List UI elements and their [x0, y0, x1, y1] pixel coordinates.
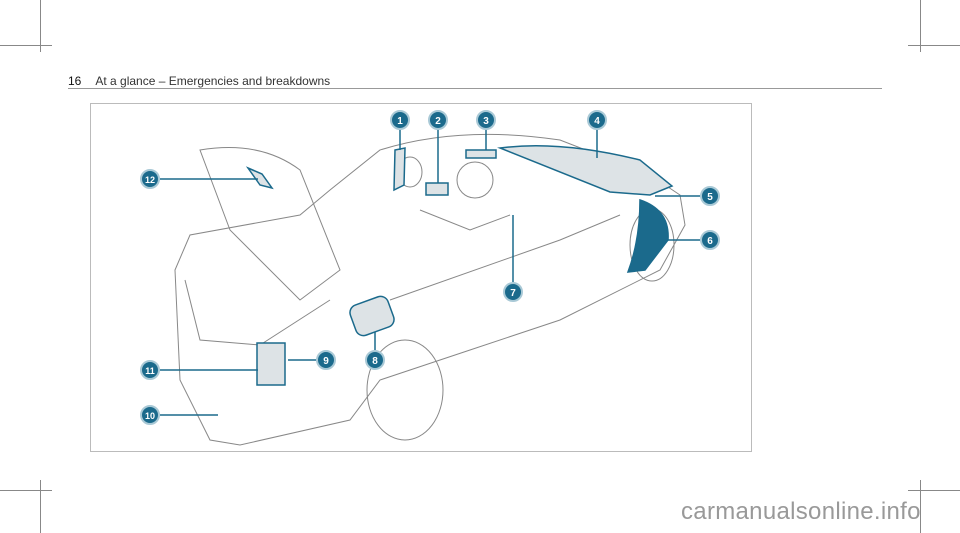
callout-7: 7: [503, 282, 523, 302]
crop-mark: [920, 0, 921, 52]
callout-3: 3: [476, 110, 496, 130]
svg-text:12: 12: [145, 175, 155, 185]
callout-6: 6: [700, 230, 720, 250]
svg-text:2: 2: [435, 116, 441, 127]
watermark: carmanualsonline.info: [681, 498, 921, 525]
svg-text:11: 11: [145, 366, 155, 376]
crop-mark: [40, 480, 41, 533]
page-number: 16: [68, 74, 82, 88]
svg-text:8: 8: [372, 356, 378, 367]
callout-11: 11: [140, 360, 160, 380]
crop-mark: [920, 480, 921, 533]
svg-text:6: 6: [707, 236, 713, 247]
svg-text:1: 1: [397, 116, 403, 127]
callout-5: 5: [700, 186, 720, 206]
svg-text:5: 5: [707, 192, 713, 203]
crop-mark: [908, 45, 960, 46]
crop-mark: [908, 490, 960, 491]
crop-mark: [0, 45, 52, 46]
callout-8: 8: [365, 350, 385, 370]
svg-text:9: 9: [323, 356, 329, 367]
crop-mark: [40, 0, 41, 52]
callout-2: 2: [428, 110, 448, 130]
svg-text:3: 3: [483, 116, 489, 127]
figure-frame: [90, 103, 752, 452]
svg-text:7: 7: [510, 288, 516, 299]
callout-9: 9: [316, 350, 336, 370]
svg-text:4: 4: [594, 116, 600, 127]
page-header: 16 At a glance – Emergencies and breakdow…: [68, 74, 330, 88]
callout-12: 12: [140, 169, 160, 189]
svg-text:10: 10: [145, 411, 155, 421]
crop-mark: [0, 490, 52, 491]
callout-4: 4: [587, 110, 607, 130]
callout-10: 10: [140, 405, 160, 425]
section-title: At a glance – Emergencies and breakdowns: [95, 74, 331, 88]
header-rule: [68, 88, 882, 89]
callout-1: 1: [390, 110, 410, 130]
